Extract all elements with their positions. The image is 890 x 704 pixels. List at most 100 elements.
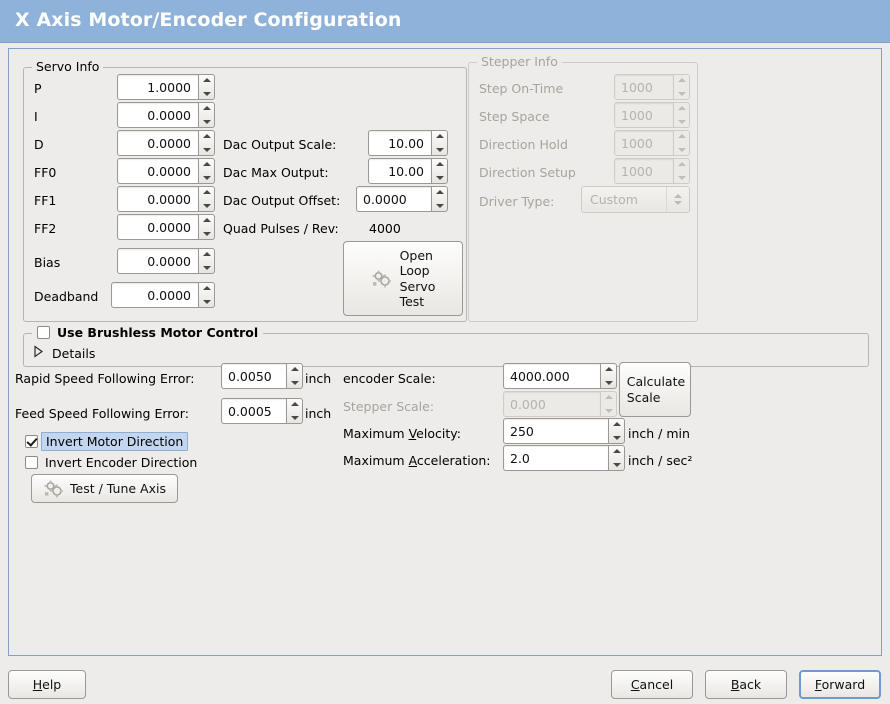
- rapid-speed-following-error-value[interactable]: 0.0050: [221, 363, 286, 389]
- spin-down-icon[interactable]: [609, 458, 624, 470]
- spin-down-icon[interactable]: [199, 261, 214, 273]
- servo-spin-ff2[interactable]: 0.0000: [117, 214, 215, 240]
- spin-down-icon[interactable]: [199, 227, 214, 239]
- servo-spin-i-value[interactable]: 0.0000: [117, 102, 198, 128]
- servo-spin-deadband-value[interactable]: 0.0000: [111, 282, 198, 308]
- spin-down-icon[interactable]: [432, 171, 447, 183]
- rapid-speed-following-error-spin[interactable]: 0.0050: [221, 363, 303, 389]
- servo-spin-bias-buttons[interactable]: [198, 248, 215, 274]
- invert-encoder-direction-checkbox[interactable]: Invert Encoder Direction: [25, 455, 197, 470]
- spin-up-icon[interactable]: [199, 249, 214, 261]
- maximum-velocity-value[interactable]: 250: [503, 418, 608, 444]
- dac-max-output-spin[interactable]: 10.00: [368, 158, 448, 184]
- spin-up-icon[interactable]: [199, 103, 214, 115]
- encoder-scale-value[interactable]: 4000.000: [503, 363, 600, 389]
- spin-up-icon[interactable]: [199, 75, 214, 87]
- spin-up-icon[interactable]: [609, 446, 624, 458]
- dac-output-offset-spin[interactable]: 0.0000: [356, 186, 448, 212]
- test-tune-axis-button[interactable]: Test / Tune Axis: [31, 474, 178, 503]
- spin-down-icon[interactable]: [199, 295, 214, 307]
- spin-down-icon[interactable]: [432, 143, 447, 155]
- dac-output-scale-spin[interactable]: 10.00: [368, 130, 448, 156]
- use-brushless-motor-control-checkbox[interactable]: Use Brushless Motor Control: [37, 325, 258, 340]
- spin-down-icon[interactable]: [432, 199, 447, 211]
- feed-speed-following-error-spin[interactable]: 0.0005: [221, 398, 303, 424]
- spin-up-icon[interactable]: [432, 187, 447, 199]
- spin-up-icon[interactable]: [199, 187, 214, 199]
- invert-motor-direction-checkbox[interactable]: Invert Motor Direction: [25, 432, 189, 451]
- spin-down-icon[interactable]: [609, 431, 624, 443]
- spin-up-icon[interactable]: [609, 419, 624, 431]
- checkbox-box-icon[interactable]: [37, 326, 50, 339]
- maximum-velocity-buttons[interactable]: [608, 418, 625, 444]
- servo-spin-ff2-value[interactable]: 0.0000: [117, 214, 198, 240]
- help-button[interactable]: Help: [8, 670, 86, 699]
- spin-down-icon[interactable]: [199, 143, 214, 155]
- forward-button[interactable]: Forward: [799, 670, 881, 699]
- dac-output-scale-buttons[interactable]: [431, 130, 448, 156]
- servo-spin-ff0-buttons[interactable]: [198, 158, 215, 184]
- servo-spin-i-buttons[interactable]: [198, 102, 215, 128]
- spin-up-icon[interactable]: [287, 364, 302, 376]
- cancel-button[interactable]: Cancel: [611, 670, 693, 699]
- spin-up-icon[interactable]: [199, 283, 214, 295]
- back-button[interactable]: Back: [705, 670, 787, 699]
- direction-setup-label: Direction Setup: [479, 165, 576, 180]
- spin-up-icon[interactable]: [432, 131, 447, 143]
- maximum-acceleration-spin[interactable]: 2.0: [503, 445, 625, 471]
- checkbox-box-icon[interactable]: [25, 456, 38, 469]
- dac-output-offset-value[interactable]: 0.0000: [356, 186, 431, 212]
- spin-down-icon[interactable]: [287, 376, 302, 388]
- servo-spin-ff1-value[interactable]: 0.0000: [117, 186, 198, 212]
- servo-spin-p-buttons[interactable]: [198, 74, 215, 100]
- spin-down-icon[interactable]: [199, 87, 214, 99]
- brushless-frame-label: Use Brushless Motor Control: [32, 325, 264, 342]
- spin-up-icon[interactable]: [199, 215, 214, 227]
- servo-spin-i[interactable]: 0.0000: [117, 102, 215, 128]
- servo-spin-bias[interactable]: 0.0000: [117, 248, 215, 274]
- expander-triangle-icon[interactable]: [33, 345, 44, 361]
- stepper-info-frame-label: Stepper Info: [477, 54, 562, 69]
- maximum-acceleration-value[interactable]: 2.0: [503, 445, 608, 471]
- servo-spin-ff0-value[interactable]: 0.0000: [117, 158, 198, 184]
- maximum-acceleration-buttons[interactable]: [608, 445, 625, 471]
- feed-speed-spin-buttons[interactable]: [286, 398, 303, 424]
- dac-output-scale-value[interactable]: 10.00: [368, 130, 431, 156]
- spin-down-icon[interactable]: [199, 171, 214, 183]
- dac-max-output-value[interactable]: 10.00: [368, 158, 431, 184]
- checkbox-box-icon[interactable]: [25, 435, 38, 448]
- dac-max-output-buttons[interactable]: [431, 158, 448, 184]
- spin-up-icon[interactable]: [287, 399, 302, 411]
- details-expander[interactable]: Details: [33, 345, 95, 361]
- spin-down-icon[interactable]: [199, 115, 214, 127]
- encoder-scale-buttons[interactable]: [600, 363, 617, 389]
- servo-spin-ff1[interactable]: 0.0000: [117, 186, 215, 212]
- spin-up-icon: [674, 75, 689, 87]
- servo-spin-p-value[interactable]: 1.0000: [117, 74, 198, 100]
- spin-up-icon[interactable]: [199, 131, 214, 143]
- servo-spin-deadband-buttons[interactable]: [198, 282, 215, 308]
- spin-down-icon[interactable]: [601, 376, 616, 388]
- calculate-scale-button[interactable]: Calculate Scale: [619, 362, 691, 417]
- spin-down-icon[interactable]: [199, 199, 214, 211]
- servo-spin-ff1-buttons[interactable]: [198, 186, 215, 212]
- servo-spin-d[interactable]: 0.0000: [117, 130, 215, 156]
- encoder-scale-spin[interactable]: 4000.000: [503, 363, 617, 389]
- spin-up-icon[interactable]: [432, 159, 447, 171]
- servo-spin-p[interactable]: 1.0000: [117, 74, 215, 100]
- maximum-velocity-spin[interactable]: 250: [503, 418, 625, 444]
- dac-output-offset-buttons[interactable]: [431, 186, 448, 212]
- spin-up-icon[interactable]: [199, 159, 214, 171]
- servo-spin-bias-value[interactable]: 0.0000: [117, 248, 198, 274]
- quad-pulses-value: 4000: [369, 221, 401, 236]
- spin-up-icon[interactable]: [601, 364, 616, 376]
- rapid-speed-spin-buttons[interactable]: [286, 363, 303, 389]
- servo-spin-d-value[interactable]: 0.0000: [117, 130, 198, 156]
- spin-down-icon[interactable]: [287, 411, 302, 423]
- servo-spin-d-buttons[interactable]: [198, 130, 215, 156]
- open-loop-servo-test-button[interactable]: Open Loop Servo Test: [343, 241, 463, 316]
- servo-spin-ff2-buttons[interactable]: [198, 214, 215, 240]
- servo-spin-ff0[interactable]: 0.0000: [117, 158, 215, 184]
- feed-speed-following-error-value[interactable]: 0.0005: [221, 398, 286, 424]
- servo-spin-deadband[interactable]: 0.0000: [111, 282, 215, 308]
